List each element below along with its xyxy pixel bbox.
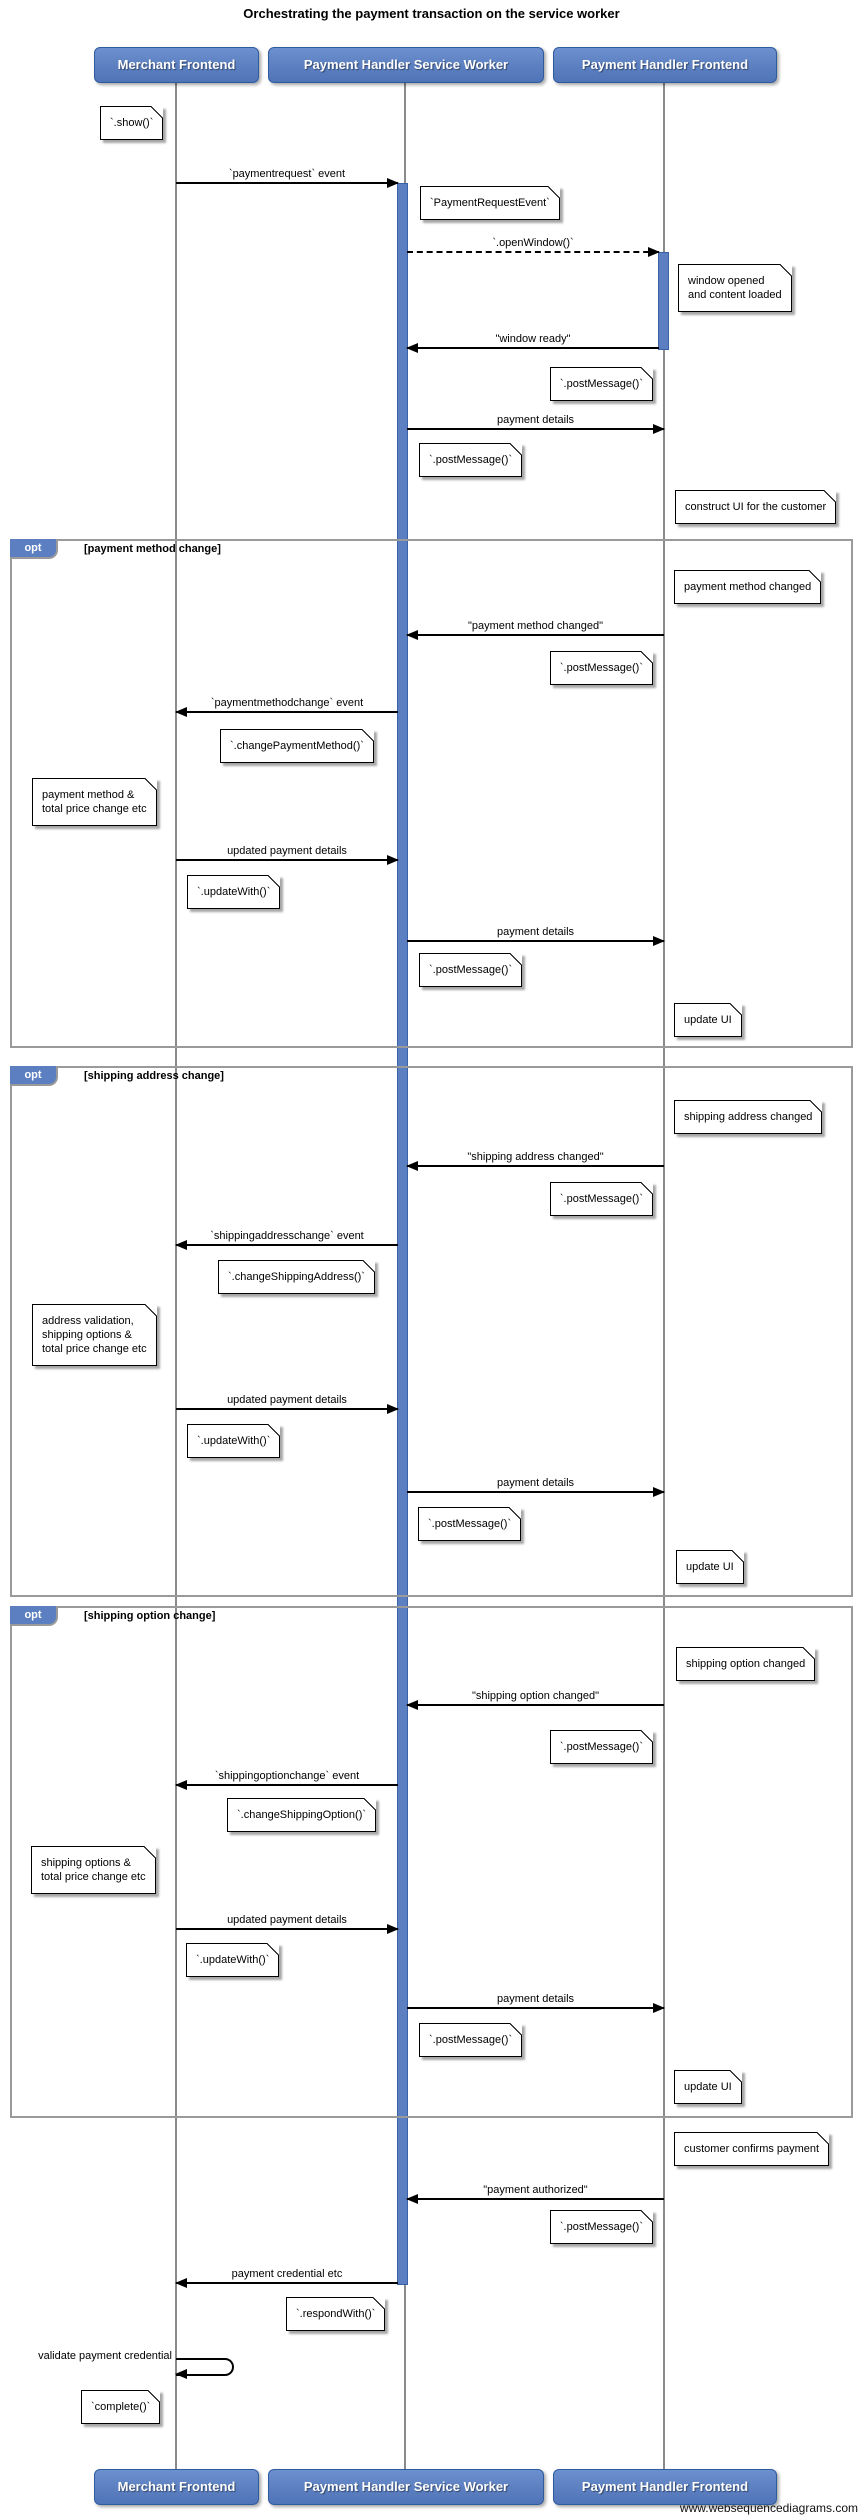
note-shipping-options-total-price: shipping options & total price change et…	[31, 1846, 156, 1894]
note-address-validation: address validation, shipping options & t…	[32, 1304, 157, 1366]
actor-bottom-handler-frontend: Payment Handler Frontend	[553, 2469, 777, 2505]
note-update-with: `.updateWith()`	[187, 1424, 281, 1458]
message-label: `shippingaddresschange` event	[210, 1230, 364, 1242]
message-updated-payment-details: updated payment details	[176, 1913, 399, 1934]
note-post-message: `.postMessage()`	[549, 367, 654, 401]
message-payment-details: payment details	[407, 413, 665, 434]
message-label: `paymentrequest` event	[228, 168, 346, 180]
message-payment-details: payment details	[407, 925, 665, 946]
note-respond-with: `.respondWith()`	[286, 2297, 386, 2331]
message-window-ready: "window ready"	[406, 332, 659, 353]
message-payment-authorized: "payment authorized"	[406, 2183, 664, 2204]
message-label: payment credential etc	[231, 2268, 343, 2280]
opt-condition-payment-method: [payment method change]	[84, 543, 221, 555]
message-validate-payment-credential: validate payment credential	[38, 2348, 236, 2379]
message-label: updated payment details	[227, 1914, 347, 1926]
note-show: `.show()`	[100, 106, 164, 140]
message-payment-credential: payment credential etc	[175, 2267, 398, 2288]
message-payment-method-changed: "payment method changed"	[406, 619, 664, 640]
lifeline-payment-handler-frontend	[663, 83, 665, 2469]
activation-bar-service-worker	[397, 183, 408, 2285]
note-window-opened: window opened and content loaded	[678, 264, 792, 312]
message-shippingoptionchange-event: `shippingoptionchange` event	[175, 1769, 398, 1790]
message-label: payment details	[496, 1477, 575, 1489]
opt-frame-payment-method-change: opt [payment method change]	[10, 539, 853, 1048]
actor-bottom-merchant-frontend: Merchant Frontend	[94, 2469, 259, 2505]
note-payment-method-total-price: payment method & total price change etc	[32, 778, 157, 826]
message-label: `.openWindow()`	[492, 237, 574, 249]
note-update-ui: update UI	[676, 1550, 744, 1584]
lifeline-merchant-frontend	[175, 83, 177, 2469]
note-change-shipping-address: `.changeShippingAddress()`	[218, 1260, 375, 1294]
message-label: payment details	[496, 926, 575, 938]
message-label: `paymentmethodchange` event	[210, 697, 364, 709]
opt-tab: opt	[10, 539, 58, 559]
note-post-message: `.postMessage()`	[419, 2023, 523, 2057]
message-payment-details: payment details	[407, 1476, 665, 1497]
message-label: updated payment details	[227, 1394, 347, 1406]
note-post-message: `.postMessage()`	[549, 1182, 654, 1216]
message-shipping-address-changed: "shipping address changed"	[406, 1150, 664, 1171]
message-label: `shippingoptionchange` event	[214, 1770, 360, 1782]
note-construct-ui: construct UI for the customer	[675, 490, 837, 524]
activation-bar-handler-frontend	[658, 252, 669, 350]
message-paymentmethodchange-event: `paymentmethodchange` event	[175, 696, 398, 717]
note-post-message: `.postMessage()`	[549, 651, 654, 685]
note-payment-request-event: `PaymentRequestEvent`	[420, 186, 560, 220]
message-label: "window ready"	[495, 333, 571, 345]
message-label: payment details	[496, 414, 575, 426]
note-post-message: `.postMessage()`	[419, 953, 523, 987]
actor-top-service-worker: Payment Handler Service Worker	[268, 47, 544, 83]
message-shipping-option-changed: "shipping option changed"	[406, 1689, 664, 1710]
message-shippingaddresschange-event: `shippingaddresschange` event	[175, 1229, 398, 1250]
note-update-ui: update UI	[674, 2070, 742, 2104]
message-label: "payment authorized"	[483, 2184, 588, 2196]
note-payment-method-changed: payment method changed	[674, 570, 822, 604]
note-update-with: `.updateWith()`	[186, 1943, 280, 1977]
note-shipping-option-changed: shipping option changed	[676, 1647, 816, 1681]
message-label: updated payment details	[227, 845, 347, 857]
message-label: validate payment credential	[38, 2350, 172, 2362]
note-complete: `complete()`	[81, 2390, 161, 2424]
opt-frame-shipping-option-change: opt [shipping option change]	[10, 1606, 853, 2118]
note-post-message: `.postMessage()`	[419, 443, 523, 477]
note-customer-confirms-payment: customer confirms payment	[674, 2132, 830, 2166]
opt-tab: opt	[10, 1606, 58, 1626]
message-label: payment details	[496, 1993, 575, 2005]
actor-bottom-service-worker: Payment Handler Service Worker	[268, 2469, 544, 2505]
note-change-shipping-option: `.changeShippingOption()`	[227, 1798, 377, 1832]
message-paymentrequest-event: `paymentrequest` event	[176, 167, 399, 188]
message-payment-details: payment details	[407, 1992, 665, 2013]
note-post-message: `.postMessage()`	[549, 1730, 654, 1764]
message-label: "shipping address changed"	[467, 1151, 604, 1163]
message-label: "payment method changed"	[467, 620, 603, 632]
diagram-title: Orchestrating the payment transaction on…	[243, 6, 620, 21]
self-call-loop	[175, 2358, 234, 2379]
note-post-message: `.postMessage()`	[418, 1507, 522, 1541]
actor-top-handler-frontend: Payment Handler Frontend	[553, 47, 777, 83]
opt-condition-shipping-option: [shipping option change]	[84, 1610, 216, 1622]
message-label: "shipping option changed"	[471, 1690, 600, 1702]
opt-tab: opt	[10, 1066, 58, 1086]
note-post-message: `.postMessage()`	[549, 2210, 654, 2244]
actor-top-merchant-frontend: Merchant Frontend	[94, 47, 259, 83]
note-shipping-address-changed: shipping address changed	[674, 1100, 823, 1134]
opt-condition-shipping-address: [shipping address change]	[84, 1070, 224, 1082]
note-change-payment-method: `.changePaymentMethod()`	[220, 729, 374, 763]
note-update-with: `.updateWith()`	[187, 875, 281, 909]
message-open-window: `.openWindow()`	[407, 236, 660, 257]
message-updated-payment-details: updated payment details	[176, 844, 399, 865]
message-updated-payment-details: updated payment details	[176, 1393, 399, 1414]
note-update-ui: update UI	[674, 1003, 742, 1037]
opt-frame-shipping-address-change: opt [shipping address change]	[10, 1066, 853, 1597]
